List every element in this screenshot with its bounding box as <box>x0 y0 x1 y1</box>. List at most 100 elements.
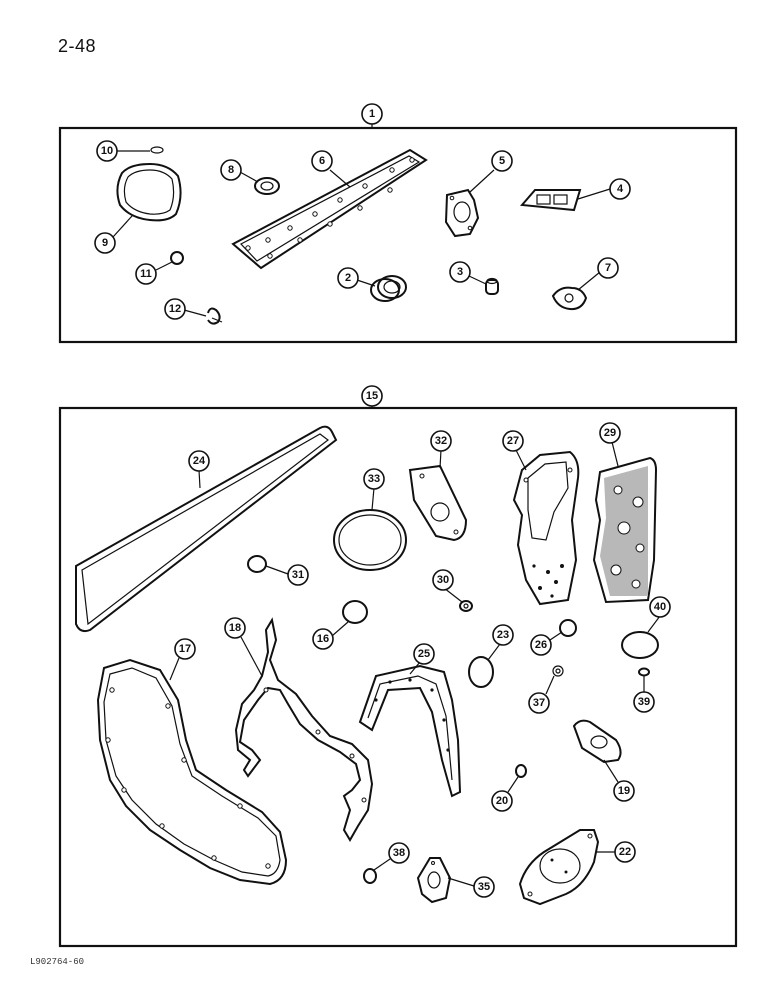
callout-19: 19 <box>613 780 635 802</box>
callout-31: 31 <box>287 564 309 586</box>
callout-32: 32 <box>430 430 452 452</box>
svg-text:3: 3 <box>457 266 463 278</box>
callout-37: 37 <box>528 692 550 714</box>
kit-frame-bottom <box>58 406 738 948</box>
part-30-washer <box>459 600 473 612</box>
part-31-o-ring <box>247 555 267 573</box>
callout-4: 4 <box>609 178 631 200</box>
part-27-water-pump-gasket <box>512 450 580 606</box>
part-3-grommet <box>485 277 499 295</box>
callout-kit-1: 1 <box>361 103 383 125</box>
kit-panel-bottom: 15 24 32 <box>58 385 738 948</box>
svg-text:22: 22 <box>619 846 631 858</box>
svg-text:10: 10 <box>101 145 113 157</box>
svg-text:40: 40 <box>654 601 666 613</box>
svg-text:12: 12 <box>169 303 181 315</box>
part-9-square-gasket <box>116 162 182 222</box>
svg-text:2: 2 <box>345 272 351 284</box>
callout-8: 8 <box>220 159 242 181</box>
part-6-valve-cover-gasket <box>231 148 428 270</box>
svg-text:32: 32 <box>435 435 447 447</box>
svg-text:19: 19 <box>618 785 630 797</box>
part-18-front-cover-gasket <box>234 617 374 842</box>
callout-11: 11 <box>135 263 157 285</box>
callout-33: 33 <box>363 468 385 490</box>
callout-38: 38 <box>388 842 410 864</box>
callout-23: 23 <box>492 624 514 646</box>
svg-text:20: 20 <box>496 795 508 807</box>
part-4-exhaust-gasket <box>519 189 582 212</box>
part-22-round-flange-gasket <box>518 829 600 906</box>
drawing-reference-code: L902764-60 <box>30 957 85 967</box>
svg-text:7: 7 <box>605 262 611 274</box>
callout-39: 39 <box>633 691 655 713</box>
callout-16: 16 <box>312 628 334 650</box>
callout-10: 10 <box>96 140 118 162</box>
svg-text:18: 18 <box>229 622 241 634</box>
callout-12: 12 <box>164 298 186 320</box>
part-23-o-ring <box>468 656 494 688</box>
svg-text:37: 37 <box>533 697 545 709</box>
svg-text:4: 4 <box>617 183 624 195</box>
svg-text:33: 33 <box>368 473 380 485</box>
callout-30: 30 <box>432 569 454 591</box>
part-20-o-ring <box>515 764 527 778</box>
part-17-gear-cover-gasket <box>96 658 288 886</box>
part-12-clip <box>207 307 223 325</box>
svg-text:39: 39 <box>638 696 650 708</box>
part-37-small-washer <box>552 665 564 677</box>
callout-7: 7 <box>597 257 619 279</box>
callout-5: 5 <box>491 150 513 172</box>
svg-text:16: 16 <box>317 633 329 645</box>
svg-text:17: 17 <box>179 643 191 655</box>
part-25-rear-cover-gasket <box>358 664 462 798</box>
svg-text:8: 8 <box>228 164 234 176</box>
part-39-small-o-ring <box>638 667 650 677</box>
svg-text:15: 15 <box>366 390 378 402</box>
part-26-o-ring <box>559 619 577 637</box>
part-38-o-ring <box>363 868 377 884</box>
callout-26: 26 <box>530 634 552 656</box>
callout-3: 3 <box>449 261 471 283</box>
svg-text:25: 25 <box>418 648 430 660</box>
callout-29: 29 <box>599 422 621 444</box>
svg-text:38: 38 <box>393 847 405 859</box>
part-2-crankshaft-seal <box>370 275 407 302</box>
callout-20: 20 <box>491 790 513 812</box>
svg-text:5: 5 <box>499 155 505 167</box>
part-10-small-seal <box>150 146 164 154</box>
part-7-flange-gasket <box>551 286 588 311</box>
svg-text:6: 6 <box>319 155 325 167</box>
svg-text:23: 23 <box>497 629 509 641</box>
part-32-triangular-gasket <box>408 464 468 542</box>
svg-text:26: 26 <box>535 639 547 651</box>
callout-9: 9 <box>94 232 116 254</box>
svg-text:35: 35 <box>478 881 490 893</box>
part-11-sealing-ring <box>170 251 184 265</box>
svg-text:31: 31 <box>292 569 304 581</box>
kit-frame-top <box>58 126 738 344</box>
kit-panel-top: 1 10 9 8 <box>58 103 738 344</box>
part-40-o-ring <box>621 631 659 659</box>
svg-text:24: 24 <box>193 455 206 467</box>
svg-text:9: 9 <box>102 237 108 249</box>
callout-kit-15: 15 <box>361 385 383 407</box>
svg-text:29: 29 <box>604 427 616 439</box>
callout-6: 6 <box>311 150 333 172</box>
part-24-rocker-cover-gasket <box>75 425 338 633</box>
callout-2: 2 <box>337 267 359 289</box>
callout-40: 40 <box>649 596 671 618</box>
callout-35: 35 <box>473 876 495 898</box>
part-35-small-flange-gasket <box>416 857 452 904</box>
part-19-flange-gasket <box>572 719 622 764</box>
callout-22: 22 <box>614 841 636 863</box>
svg-text:30: 30 <box>437 574 449 586</box>
callout-18: 18 <box>224 617 246 639</box>
page-number: 2-48 <box>58 36 97 56</box>
callout-17: 17 <box>174 638 196 660</box>
part-8-oil-seal <box>254 177 280 195</box>
part-33-large-seal-ring <box>333 509 407 571</box>
callout-27: 27 <box>502 430 524 452</box>
svg-text:11: 11 <box>140 268 152 280</box>
svg-text:1: 1 <box>369 108 375 120</box>
